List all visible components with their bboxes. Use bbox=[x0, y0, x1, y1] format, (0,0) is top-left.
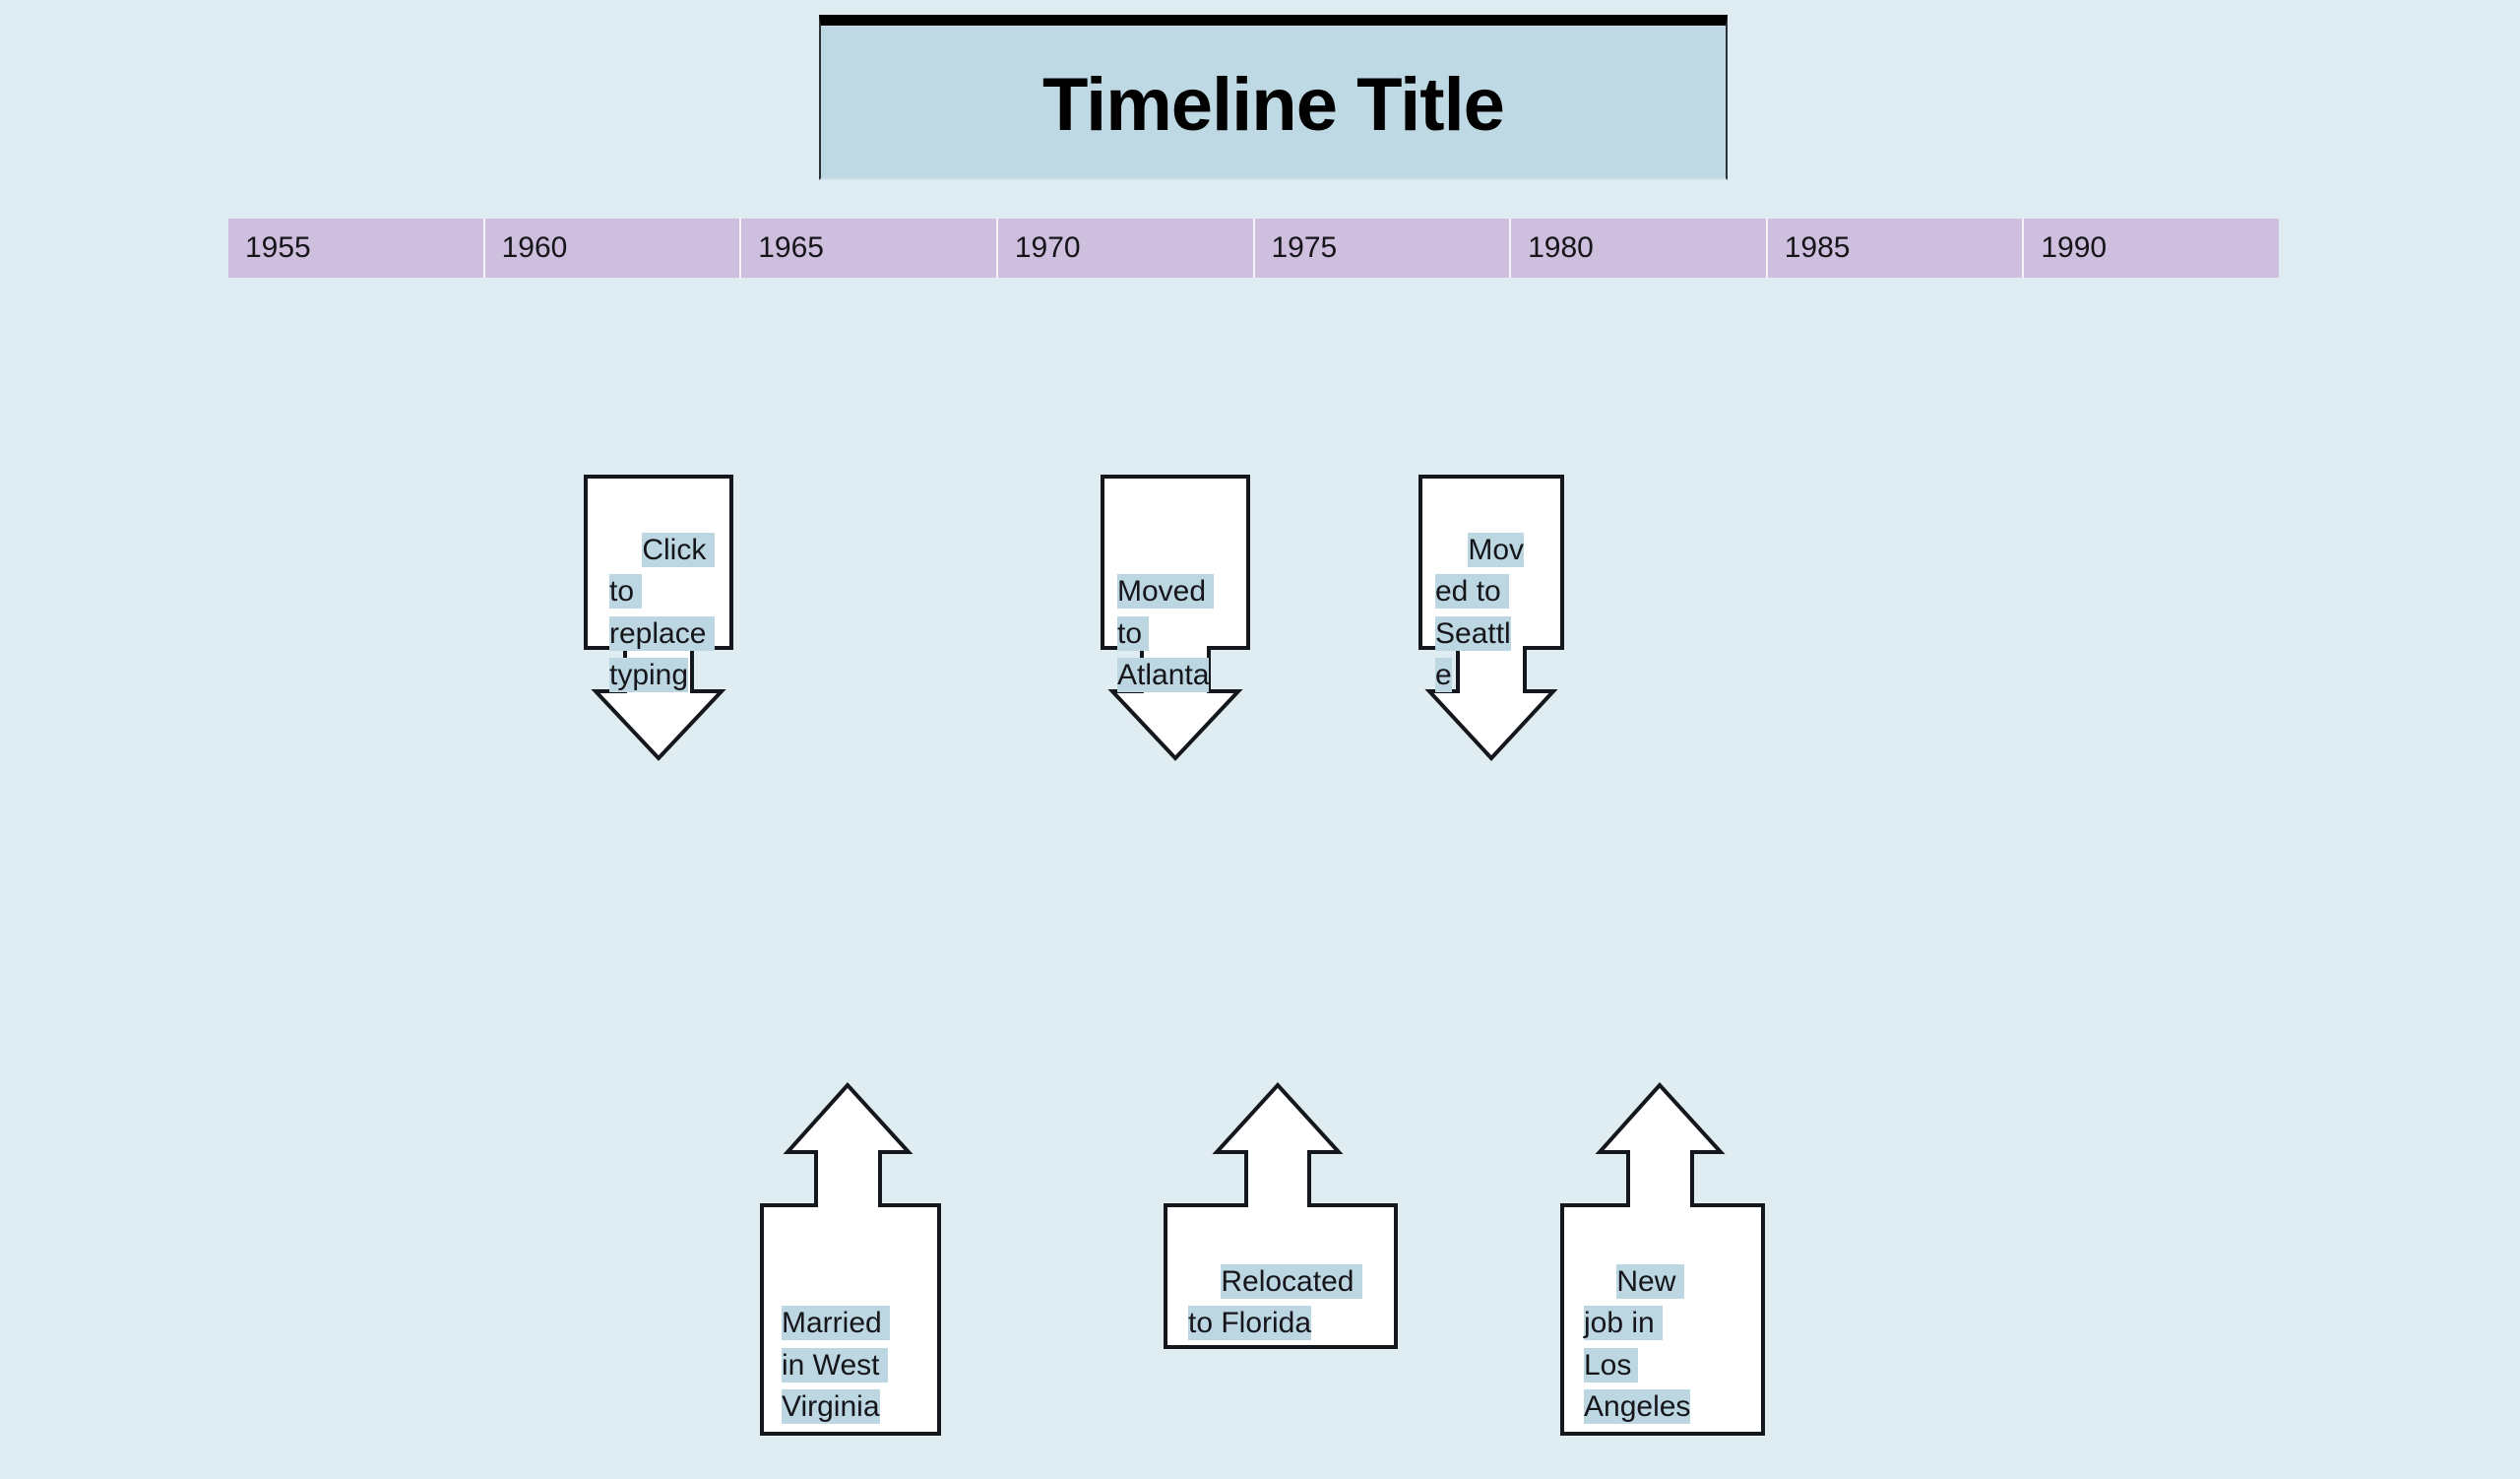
callout-text[interactable]: Moved to Atlanta bbox=[1117, 487, 1215, 740]
timeline-title-banner[interactable]: Timeline Title bbox=[819, 15, 1728, 180]
page-title: Timeline Title bbox=[1042, 62, 1505, 147]
callout-up-3[interactable]: New job in Los Angeles bbox=[1558, 1081, 1765, 1436]
callout-up-1[interactable]: Married in West Virginia bbox=[756, 1081, 941, 1436]
callout-text-value: Moved to Atlanta bbox=[1117, 574, 1215, 693]
ruler-cell[interactable]: 1960 bbox=[485, 219, 742, 278]
callout-text-value: Married in West Virginia bbox=[782, 1306, 891, 1425]
ruler-cell[interactable]: 1965 bbox=[741, 219, 998, 278]
ruler-year-label: 1975 bbox=[1271, 231, 1338, 264]
callout-up-2[interactable]: Relocated to Florida bbox=[1162, 1081, 1398, 1349]
up-arrow-callout-shape bbox=[1560, 1082, 1765, 1436]
callout-text-value: New job in Los Angeles bbox=[1584, 1263, 1691, 1425]
ruler-year-label: 1970 bbox=[1014, 231, 1081, 264]
callout-down-1[interactable]: Click to replace typing bbox=[584, 475, 733, 761]
callout-text[interactable]: Relocated to Florida bbox=[1188, 1219, 1375, 1386]
callout-down-3[interactable]: Moved to Seattle bbox=[1418, 475, 1564, 761]
ruler-cell[interactable]: 1975 bbox=[1255, 219, 1512, 278]
ruler-year-label: 1965 bbox=[758, 231, 824, 264]
callout-text-value: Moved to Seattle bbox=[1435, 532, 1525, 693]
callout-down-2[interactable]: Moved to Atlanta bbox=[1101, 475, 1250, 761]
callout-text-value: Click to replace typing bbox=[609, 532, 715, 693]
ruler-cell[interactable]: 1970 bbox=[998, 219, 1255, 278]
ruler-year-label: 1990 bbox=[2041, 231, 2108, 264]
callout-text[interactable]: Click to replace typing bbox=[609, 487, 715, 740]
ruler-cell[interactable]: 1980 bbox=[1511, 219, 1768, 278]
up-arrow-callout-shape bbox=[760, 1082, 941, 1436]
callout-text[interactable]: New job in Los Angeles bbox=[1584, 1219, 1704, 1471]
ruler-year-label: 1955 bbox=[245, 231, 311, 264]
callout-text[interactable]: Moved to Seattle bbox=[1435, 487, 1527, 740]
ruler-cell[interactable]: 1990 bbox=[2024, 219, 2279, 278]
callout-text[interactable]: Married in West Virginia bbox=[782, 1219, 891, 1471]
ruler-year-label: 1985 bbox=[1784, 231, 1851, 264]
callout-text-value: Relocated to Florida bbox=[1188, 1263, 1362, 1341]
ruler-year-label: 1980 bbox=[1528, 231, 1594, 264]
timeline-ruler[interactable]: 1955 1960 1965 1970 1975 1980 1985 1990 bbox=[228, 219, 2279, 278]
ruler-cell[interactable]: 1955 bbox=[228, 219, 485, 278]
ruler-cell[interactable]: 1985 bbox=[1768, 219, 2025, 278]
ruler-year-label: 1960 bbox=[501, 231, 568, 264]
